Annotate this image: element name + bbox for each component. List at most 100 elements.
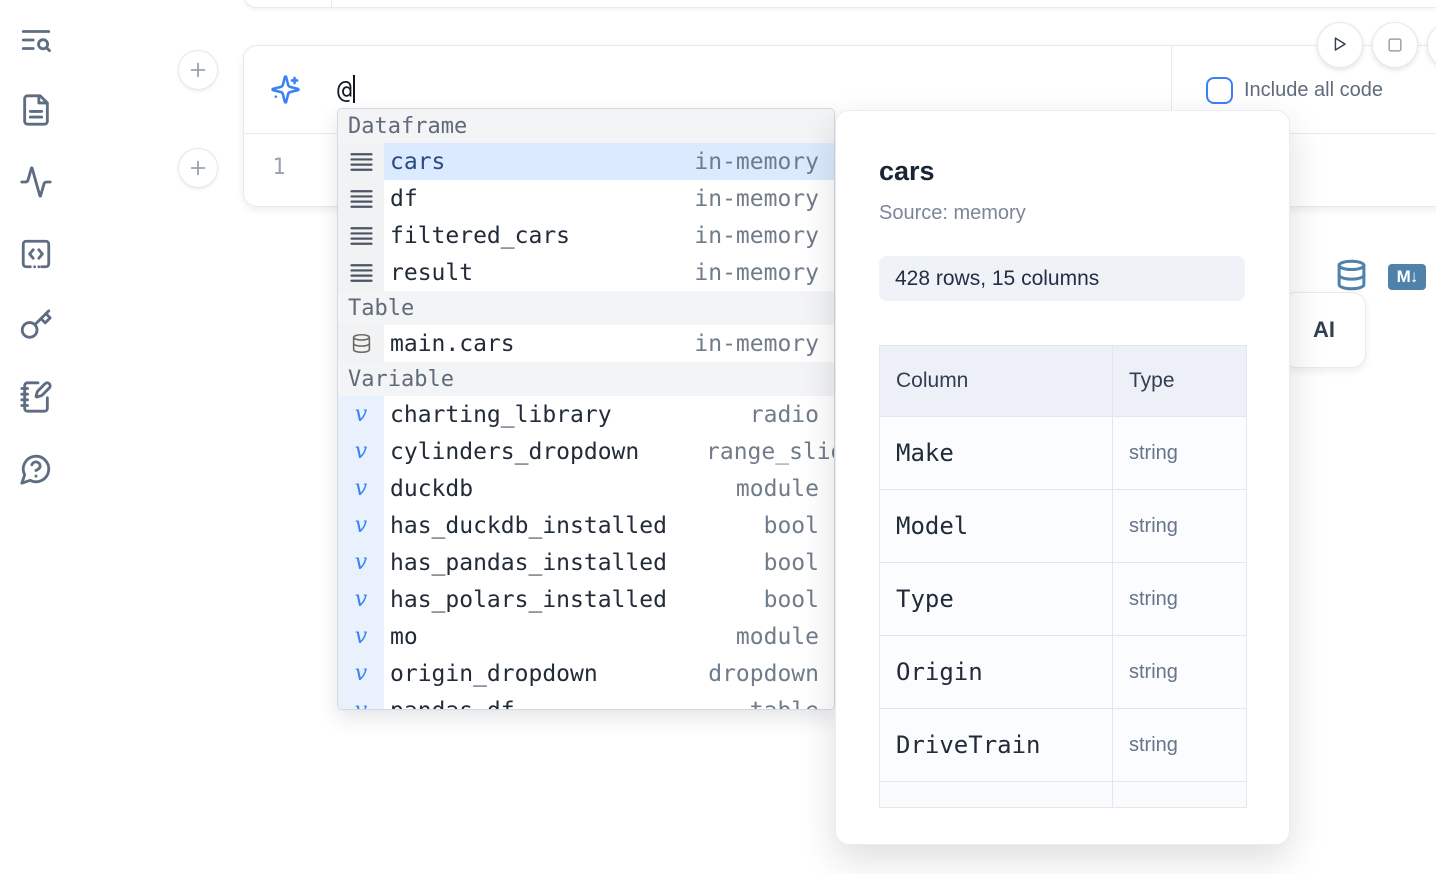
include-all-code-label: Include all code [1244,78,1383,101]
variable-icon: v [354,661,368,686]
database-convert-icon[interactable] [1335,257,1368,293]
variable-icon: v [354,513,368,538]
item-type: range_slider [706,438,834,465]
code-editor-row[interactable]: 1 M↓ [244,135,1436,291]
item-name: duckdb [390,475,474,502]
item-name: pandas_df [390,698,515,710]
left-sidebar [0,0,72,874]
variable-icon: v [354,476,368,501]
item-type: module [735,623,819,650]
column-type: string [1129,441,1178,464]
item-gutter: v [338,507,384,544]
autocomplete-item[interactable]: v has_duckdb_installed bool [338,507,834,544]
schema-table: Column Type Make string Model string Typ… [879,345,1247,808]
preview-shape-badge: 428 rows, 15 columns [879,256,1245,301]
stop-button[interactable] [1372,22,1418,68]
autocomplete-item[interactable]: v has_pandas_installed bool [338,544,834,581]
autocomplete-item[interactable]: filtered_cars in-memory [338,217,834,254]
column-header: Column [880,346,1113,416]
item-type: bool [763,586,819,613]
autocomplete-section-header: Dataframe [338,109,834,143]
section-label: Dataframe [348,113,468,139]
item-type: in-memory [694,222,819,249]
divider [1171,46,1172,134]
table-row: Make string [880,417,1246,490]
ai-prompt-input[interactable]: @ [337,75,356,105]
markdown-convert-icon[interactable]: M↓ [1388,264,1426,290]
item-gutter: v [338,692,384,709]
autocomplete-item[interactable]: v mo module [338,618,834,655]
item-gutter [338,180,384,217]
column-name: Make [880,417,1113,489]
text-search-icon[interactable] [19,23,53,57]
item-type: in-memory [694,148,819,175]
item-name: mo [390,623,418,650]
help-chat-icon[interactable] [19,452,53,486]
scratchpad-icon[interactable] [19,380,53,414]
item-name: filtered_cars [390,222,571,249]
autocomplete-item[interactable]: result in-memory [338,254,834,291]
generate-with-ai-button[interactable]: AI [1282,292,1366,368]
column-name: Model [880,490,1113,562]
variable-icon: v [354,624,368,649]
autocomplete-item[interactable]: v pandas_df table [338,692,834,710]
clipped-row [880,782,1246,807]
dataframe-icon [349,226,373,245]
dataframe-icon [349,263,373,282]
item-gutter: v [338,433,384,470]
sparkles-icon [270,74,301,105]
item-gutter: v [338,655,384,692]
file-document-icon[interactable] [19,93,53,127]
item-type: module [735,475,819,502]
item-type: in-memory [694,330,819,357]
item-type: radio [749,401,819,428]
table-row: Type string [880,563,1246,636]
add-cell-below-button[interactable] [178,148,218,188]
item-name: df [390,185,418,212]
column-type: string [1129,733,1178,756]
variable-icon: v [354,439,368,464]
autocomplete-item[interactable]: v duckdb module [338,470,834,507]
item-name: cylinders_dropdown [390,438,640,465]
variable-icon: v [355,698,367,709]
autocomplete-item[interactable]: v origin_dropdown dropdown [338,655,834,692]
line-number: 1 [272,155,286,180]
autocomplete-item[interactable]: v cylinders_dropdown range_slider [338,433,834,470]
item-name: origin_dropdown [390,660,598,687]
autocomplete-item[interactable]: cars in-memory [338,143,834,180]
table-row: Model string [880,490,1246,563]
text-cursor [353,75,356,103]
table-row: Origin string [880,636,1246,709]
item-gutter [338,143,384,180]
dataframe-icon [349,152,373,171]
autocomplete-item[interactable]: df in-memory [338,180,834,217]
add-cell-above-button[interactable] [178,50,218,90]
column-name: Type [880,563,1113,635]
item-gutter: v [338,544,384,581]
autocomplete-popup: Dataframe cars in-memory [337,108,835,710]
include-all-code-checkbox[interactable] [1206,76,1233,104]
code-snippets-icon[interactable] [19,237,53,271]
item-gutter [338,254,384,291]
column-type: string [1129,514,1178,537]
item-name: has_pandas_installed [390,549,667,576]
dataframe-icon [349,189,373,208]
preview-title: cars [879,156,935,186]
autocomplete-item[interactable]: v charting_library radio [338,396,834,433]
prompt-value: @ [337,75,353,104]
item-gutter: v [338,396,384,433]
preview-source: Source: memory [879,202,1026,224]
autocomplete-item[interactable]: main.cars in-memory [338,325,834,362]
activity-icon[interactable] [19,165,53,199]
item-name: result [390,259,474,286]
run-cell-button[interactable] [1317,22,1363,68]
autocomplete-section-header: Table [338,291,834,325]
type-header: Type [1129,369,1175,392]
autocomplete-item[interactable]: v has_polars_installed bool [338,581,834,618]
item-gutter: v [338,581,384,618]
section-label: Table [348,295,415,321]
dataframe-preview-panel: cars Source: memory 428 rows, 15 columns… [835,110,1290,845]
item-name: main.cars [390,330,515,357]
key-icon[interactable] [19,308,53,342]
